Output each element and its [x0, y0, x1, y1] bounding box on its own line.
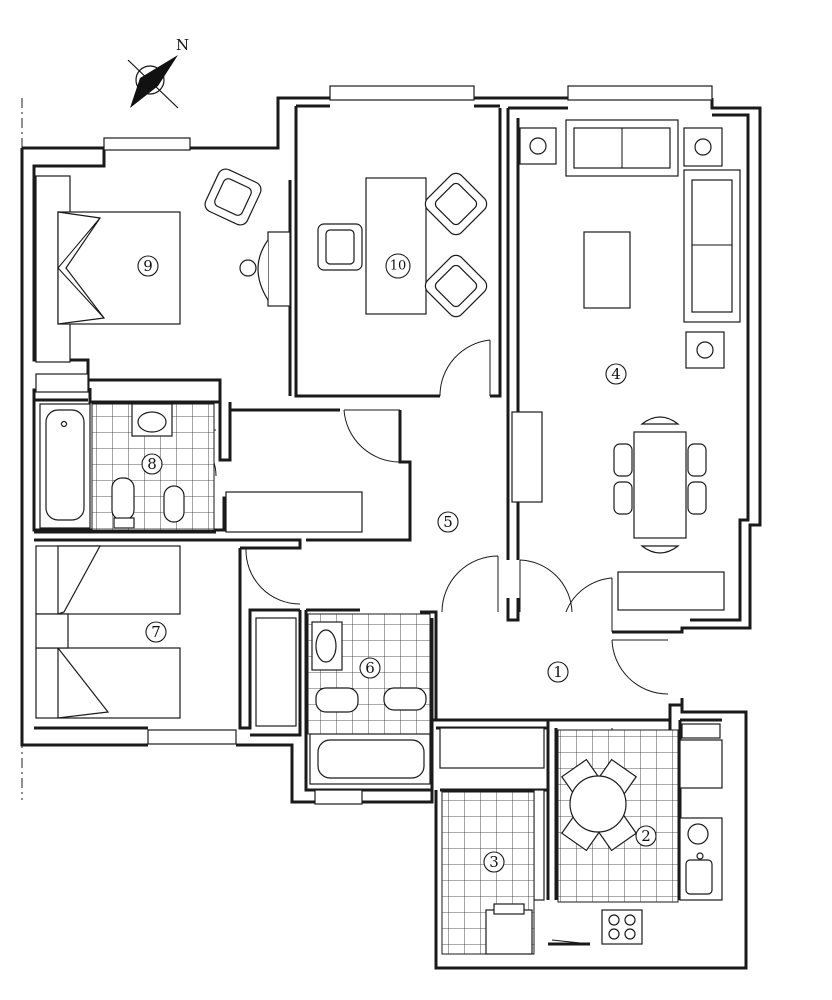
toilet-room-6	[315, 687, 359, 713]
room-label-1: 1	[547, 661, 569, 683]
corridor-cupboard	[225, 491, 363, 533]
room-label-9: 9	[137, 255, 159, 277]
coffee-table-room-4	[583, 231, 631, 309]
bidet-room-8	[163, 485, 185, 523]
svg-text:6: 6	[365, 659, 375, 677]
side-tables-room-4	[519, 127, 725, 369]
armchair-room-10-top	[424, 172, 488, 236]
room-label-4: 4	[605, 363, 627, 385]
svg-text:7: 7	[151, 623, 161, 641]
desk-chair-room-10	[317, 223, 363, 271]
vanity-desk-room-9	[239, 231, 291, 307]
kitchen-table-room-2	[560, 758, 638, 852]
svg-text:3: 3	[489, 853, 499, 871]
sofa-side-room-4	[683, 169, 741, 323]
sofa-top-room-4	[565, 119, 679, 177]
room-label-5: 5	[437, 511, 459, 533]
bathtub-room-8	[39, 403, 91, 529]
room-label-10: 10	[385, 253, 411, 279]
stove-room-2	[601, 909, 643, 945]
sink-room-8	[131, 403, 173, 437]
svg-text:1: 1	[553, 663, 563, 681]
svg-text:9: 9	[143, 257, 153, 275]
room-label-3: 3	[483, 851, 505, 873]
north-label: N	[176, 36, 189, 54]
cabinet-room-4	[617, 571, 725, 611]
room-label-6: 6	[359, 657, 381, 679]
kitchen-counter	[679, 739, 723, 901]
room-label-8: 8	[141, 453, 163, 475]
armchair-room-9	[204, 168, 262, 226]
svg-text:2: 2	[641, 827, 651, 845]
armchair-room-10-bottom	[424, 254, 488, 318]
double-bed-room-9	[35, 175, 181, 363]
washing-machine-room-3	[485, 903, 533, 955]
dining-table-room-4	[613, 416, 707, 554]
svg-text:8: 8	[147, 455, 157, 473]
svg-text:4: 4	[611, 365, 621, 383]
toilet-room-8	[111, 477, 135, 529]
svg-text:10: 10	[390, 259, 407, 274]
bidet-room-6	[383, 687, 427, 711]
desk-room-10	[365, 177, 427, 315]
svg-text:5: 5	[443, 513, 453, 531]
north-compass-icon: N	[127, 36, 189, 109]
sink-room-6	[311, 621, 343, 671]
fridge-room-2	[681, 723, 721, 739]
room-label-7: 7	[145, 621, 167, 643]
hall-cupboard	[439, 727, 545, 769]
twin-beds-room-7	[35, 545, 181, 719]
wardrobe-room-7	[255, 617, 297, 727]
sideboard-room-4	[511, 411, 543, 503]
room-label-2: 2	[635, 825, 657, 847]
shelf-room-9	[35, 373, 89, 393]
bathtub-room-6	[309, 733, 431, 785]
interior-walls	[34, 104, 750, 946]
